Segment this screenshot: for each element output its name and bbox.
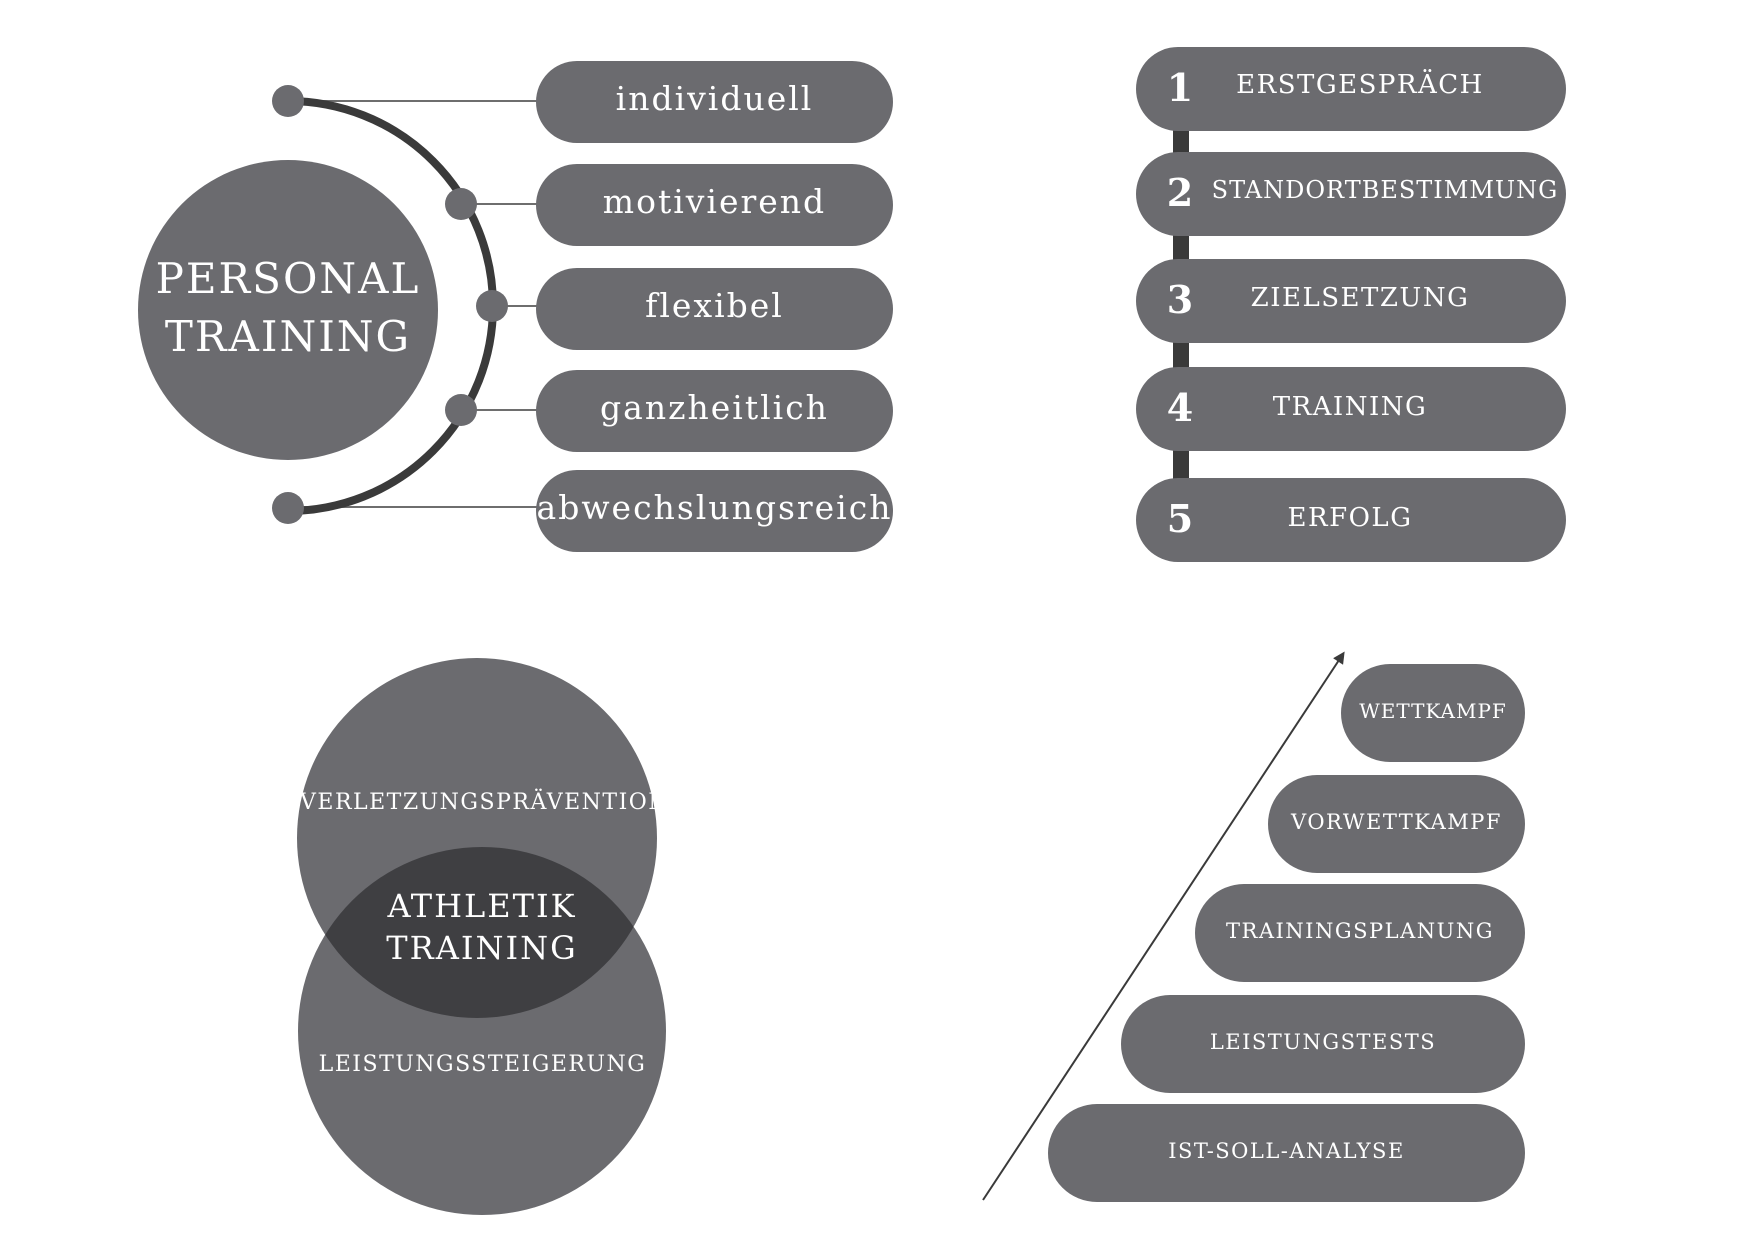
step-number-5: 5 [1166,496,1194,541]
venn-bottom-label: LEISTUNGSSTEIGERUNG [318,1052,647,1077]
venn-center-label: ATHLETIK TRAINING [357,885,607,969]
step-number-3: 3 [1166,277,1194,322]
connector-dot-2 [445,188,477,220]
process-steps-diagram [1136,47,1566,562]
title-line-1: PERSONAL [155,254,421,303]
venn-center-line-2: TRAINING [386,929,578,967]
stair-label-2: VORWETTKAMPF [1291,810,1502,834]
stair-level-5 [1048,1104,1525,1202]
attribute-pill-4 [536,370,893,452]
connector-dot-1 [272,85,304,117]
staircase-diagram [982,651,1525,1202]
attribute-pill-1 [536,61,893,143]
personal-training-title: PERSONAL TRAINING [138,250,438,366]
process-step-pill-4 [1136,367,1566,451]
step-label-4: TRAINING [1272,392,1428,422]
step-label-1: ERSTGESPRÄCH [1236,70,1484,100]
personal-training-circle [138,160,438,460]
attribute-pill-5 [536,470,893,552]
attribute-label-3: flexibel [645,286,784,325]
step-number-1: 1 [1166,65,1194,110]
venn-top-label: VERLETZUNGSPRÄVENTION [300,790,670,815]
step-label-2: STANDORTBESTIMMUNG [1211,176,1559,204]
process-step-pill-1 [1136,47,1566,131]
venn-center-line-1: ATHLETIK [387,887,577,925]
process-step-pill-2 [1136,152,1566,236]
stair-label-5: IST-SOLL-ANALYSE [1168,1139,1405,1163]
step-label-3: ZIELSETZUNG [1250,283,1470,313]
process-step-pill-5 [1136,478,1566,562]
title-line-2: TRAINING [164,312,412,361]
athletik-venn-diagram [297,658,666,1215]
step-label-5: ERFOLG [1287,503,1413,533]
venn-overlap [298,847,657,1018]
process-step-pill-3 [1136,259,1566,343]
attribute-label-5: abwechslungsreich [536,488,893,527]
step-number-4: 4 [1166,385,1194,430]
attribute-label-4: ganzheitlich [600,388,829,427]
stair-level-1 [1341,664,1525,762]
stair-label-4: LEISTUNGSTESTS [1209,1030,1437,1054]
stair-level-4 [1121,995,1525,1093]
connector-dot-5 [272,492,304,524]
personal-training-diagram [138,61,893,552]
attribute-pill-3 [536,268,893,350]
connector-dot-3 [476,290,508,322]
connector-dot-4 [445,394,477,426]
stair-level-3 [1195,884,1525,982]
attribute-label-1: individuell [615,79,814,118]
stair-label-1: WETTKAMPF [1359,699,1507,723]
stair-label-3: TRAININGSPLANUNG [1226,919,1494,943]
stair-level-2 [1268,775,1525,873]
progress-arrow [982,651,1345,1201]
step-number-2: 2 [1166,170,1194,215]
attribute-label-2: motivierend [602,182,827,221]
attribute-pill-2 [536,164,893,246]
